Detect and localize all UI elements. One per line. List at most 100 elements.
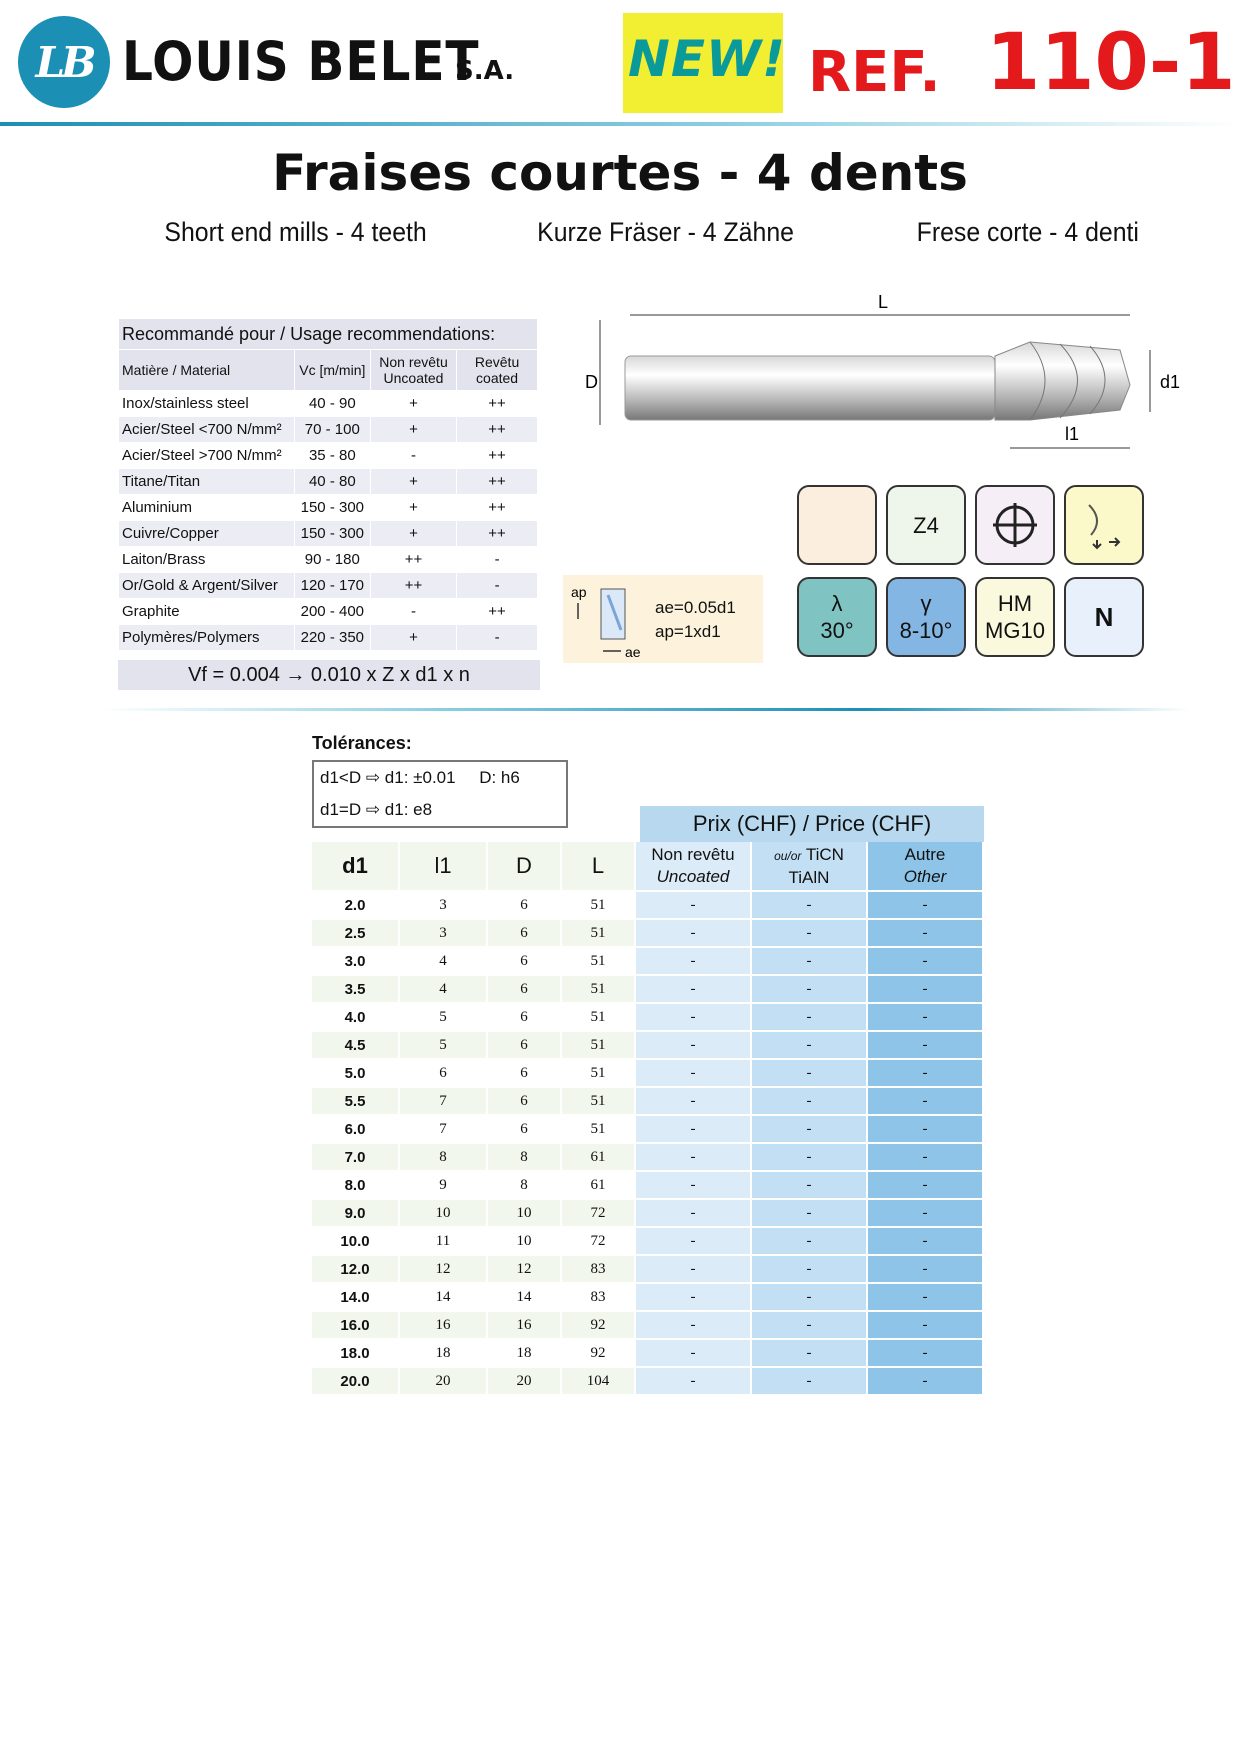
header-uncoated: Non revêtu Uncoated	[369, 349, 458, 391]
new-badge: NEW!	[628, 30, 786, 88]
col-L: L	[561, 842, 636, 892]
price-other-cell: -	[867, 1031, 984, 1060]
D-cell: 6	[487, 1003, 562, 1032]
subtitle-german: Kurze Fräser - 4 Zähne	[537, 217, 794, 247]
price-other-cell: -	[867, 919, 984, 948]
material-cell: Acier/Steel >700 N/mm²	[118, 442, 295, 469]
D-cell: 6	[487, 919, 562, 948]
L-cell: 51	[561, 919, 636, 948]
L-cell: 92	[561, 1339, 636, 1368]
price-coated-cell: -	[751, 1339, 868, 1368]
vc-cell: 90 - 180	[293, 546, 371, 573]
price-uncoated-cell: -	[635, 1115, 752, 1144]
l1-cell: 3	[399, 891, 488, 920]
D-cell: 6	[487, 891, 562, 920]
l1-cell: 14	[399, 1283, 488, 1312]
price-uncoated-cell: -	[635, 1199, 752, 1228]
d1-cell: 18.0	[312, 1339, 400, 1368]
price-coated-cell: -	[751, 1003, 868, 1032]
l1-cell: 7	[399, 1115, 488, 1144]
l1-cell: 4	[399, 947, 488, 976]
L-cell: 72	[561, 1227, 636, 1256]
header-vc: Vc [m/min]	[293, 349, 371, 391]
D-cell: 18	[487, 1339, 562, 1368]
subtitle-italian: Frese corte - 4 denti	[916, 217, 1139, 247]
price-coated-cell: -	[751, 891, 868, 920]
price-coated-cell: -	[751, 947, 868, 976]
helix-angle-value: 30°	[820, 618, 854, 643]
d1-cell: 8.0	[312, 1171, 400, 1200]
recommendation-title: Recommandé pour / Usage recommendations:	[118, 318, 538, 350]
uncoated-cell: ++	[369, 572, 458, 599]
feed-formula: Vf = 0.004 → 0.010 x Z x d1 x n	[118, 660, 540, 690]
price-uncoated-cell: -	[635, 1003, 752, 1032]
material-cell: Titane/Titan	[118, 468, 295, 495]
material-cell: Aluminium	[118, 494, 295, 521]
coated-cell: -	[456, 624, 538, 651]
price-coated-cell: -	[751, 1367, 868, 1396]
price-other-cell: -	[867, 1311, 984, 1340]
L-cell: 92	[561, 1311, 636, 1340]
ap-label: ap	[571, 584, 587, 600]
price-other-cell: -	[867, 891, 984, 920]
price-uncoated-cell: -	[635, 1311, 752, 1340]
gamma-symbol: γ	[920, 591, 932, 616]
uncoated-cell: -	[369, 598, 458, 625]
price-coated-cell: -	[751, 1227, 868, 1256]
page-title: Fraises courtes - 4 dents	[272, 144, 968, 202]
label-l1: l1	[1065, 424, 1079, 444]
ref-number: 110-1	[986, 18, 1236, 108]
d1-cell: 4.0	[312, 1003, 400, 1032]
vc-cell: 40 - 80	[293, 468, 371, 495]
coated-cell: -	[456, 546, 538, 573]
price-other-cell: -	[867, 1003, 984, 1032]
vc-cell: 35 - 80	[293, 442, 371, 469]
l1-cell: 4	[399, 975, 488, 1004]
milling-direction-icon	[1064, 485, 1144, 565]
d1-cell: 14.0	[312, 1283, 400, 1312]
price-uncoated-cell: -	[635, 1339, 752, 1368]
L-cell: 51	[561, 1003, 636, 1032]
tolerances-box: d1<D ⇨ d1: ±0.01 D: h6 d1=D ⇨ d1: e8	[312, 760, 568, 828]
material-cell: Cuivre/Copper	[118, 520, 295, 547]
price-other-cell: -	[867, 1227, 984, 1256]
material-cell: Or/Gold & Argent/Silver	[118, 572, 295, 599]
uncoated-cell: ++	[369, 546, 458, 573]
price-other-cell: -	[867, 1199, 984, 1228]
cutting-parameters-box: ap ae	[563, 575, 763, 663]
uncoated-cell: +	[369, 390, 458, 417]
coated-cell: ++	[456, 520, 538, 547]
l1-cell: 9	[399, 1171, 488, 1200]
cutting-flutes	[994, 341, 1131, 421]
coated-cell: ++	[456, 494, 538, 521]
price-coated-cell: -	[751, 975, 868, 1004]
price-uncoated-cell: -	[635, 1283, 752, 1312]
coated-cell: -	[456, 572, 538, 599]
d1-cell: 7.0	[312, 1143, 400, 1172]
tool-type-icon: N	[1064, 577, 1144, 657]
l1-cell: 11	[399, 1227, 488, 1256]
material-cell: Graphite	[118, 598, 295, 625]
L-cell: 51	[561, 975, 636, 1004]
l1-cell: 6	[399, 1059, 488, 1088]
lambda-symbol: λ	[831, 591, 843, 616]
price-coated-cell: -	[751, 1199, 868, 1228]
uncoated-cell: +	[369, 520, 458, 547]
